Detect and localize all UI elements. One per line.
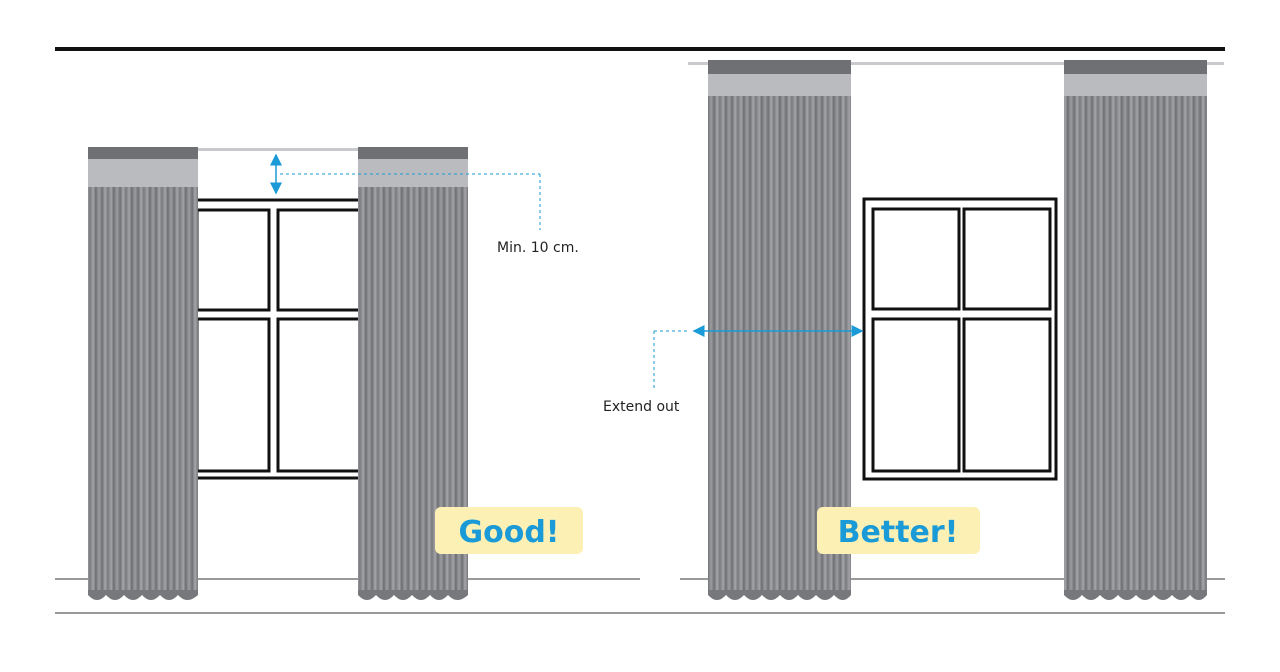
top-border [55, 47, 1225, 51]
window-left [188, 198, 372, 480]
good-label: Good! [458, 515, 559, 550]
panel-good: Min. 10 cm. Good! [55, 147, 640, 614]
panel-better: Extend out Better! [603, 60, 1225, 614]
min-clearance-label: Min. 10 cm. [497, 240, 579, 256]
curtain-left-1 [88, 147, 198, 600]
curtain-rod-left [88, 148, 468, 151]
clearance-callout: Min. 10 cm. [270, 153, 579, 256]
window-right [862, 197, 1058, 481]
curtain-rod-right [688, 62, 1224, 65]
extend-out-callout: Extend out [603, 325, 864, 415]
extend-out-label: Extend out [603, 399, 680, 415]
better-label: Better! [838, 515, 959, 550]
curtain-right-2 [1064, 60, 1207, 600]
better-badge: Better! [817, 507, 980, 554]
good-badge: Good! [435, 507, 583, 554]
